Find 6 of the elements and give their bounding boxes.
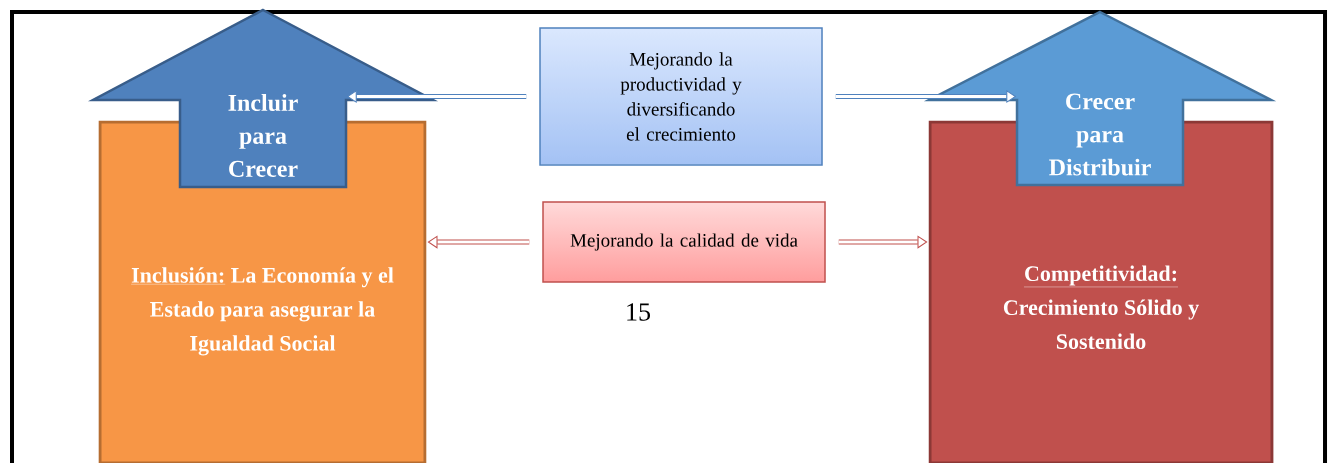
arrow bbox=[427, 235, 530, 249]
arrow bbox=[838, 235, 928, 249]
arrow bbox=[835, 90, 1016, 103]
arrow bbox=[347, 90, 527, 103]
text-box: Mejorando la calidad de vida bbox=[542, 201, 826, 283]
text-box: Mejorando la productividad y diversificando el crecimiento bbox=[539, 27, 823, 166]
